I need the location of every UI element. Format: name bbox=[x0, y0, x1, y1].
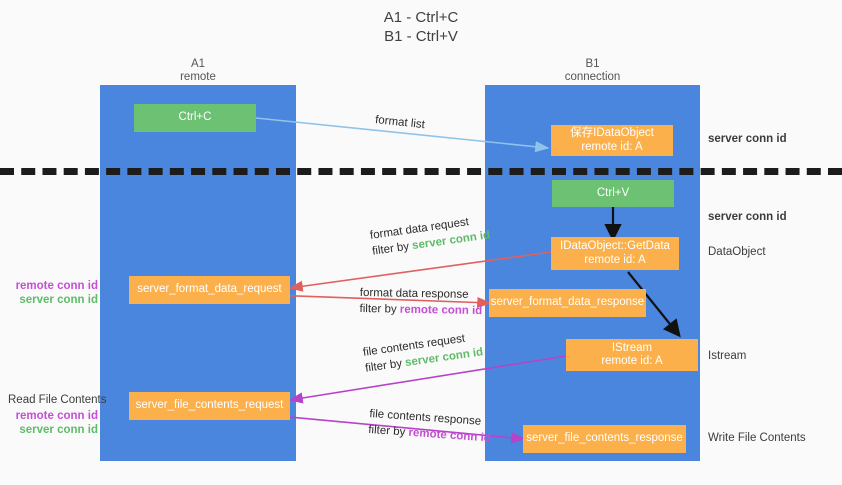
node-idataobject-getdata[interactable]: IDataObject::GetData remote id: A bbox=[551, 237, 679, 270]
node-istream-line1: IStream bbox=[611, 341, 653, 354]
node-ctrl-c-label: Ctrl+C bbox=[178, 111, 212, 124]
filter-prefix: filter by bbox=[359, 302, 400, 316]
column-header-a1: A1 remote bbox=[100, 58, 296, 84]
label-file-conn-block: remote conn id server conn id bbox=[10, 409, 98, 437]
column-b1-sub: connection bbox=[564, 71, 621, 83]
node-server-format-data-response-label: server_format_data_response bbox=[490, 296, 645, 309]
edge-label-format-data-response: format data response filter by remote co… bbox=[359, 285, 482, 319]
column-a1-sub: remote bbox=[180, 71, 216, 83]
node-getdata-line2: remote id: A bbox=[584, 253, 646, 266]
node-server-format-data-request[interactable]: server_format_data_request bbox=[129, 276, 290, 304]
edge-label-format-data-response-filter: filter by remote conn id bbox=[359, 301, 482, 319]
node-ctrl-v[interactable]: Ctrl+V bbox=[552, 180, 674, 207]
node-server-file-contents-request[interactable]: server_file_contents_request bbox=[129, 392, 290, 420]
label-format-server-conn-id: server conn id bbox=[19, 294, 98, 306]
label-file-server-conn-id: server conn id bbox=[19, 424, 98, 436]
label-file-remote-conn-id: remote conn id bbox=[15, 410, 98, 422]
label-server-conn-id-top: server conn id bbox=[708, 133, 787, 145]
node-getdata-line1: IDataObject::GetData bbox=[560, 240, 670, 252]
node-server-file-contents-request-label: server_file_contents_request bbox=[135, 399, 284, 412]
label-dataobject: DataObject bbox=[708, 246, 766, 258]
filter-value-remote-conn-id: remote conn id bbox=[408, 426, 492, 445]
filter-prefix: filter by bbox=[371, 240, 414, 258]
label-istream: Istream bbox=[708, 350, 747, 362]
node-server-file-contents-response[interactable]: server_file_contents_response bbox=[523, 425, 686, 453]
column-b1-name: B1 bbox=[585, 58, 600, 70]
dashed-separator bbox=[0, 168, 842, 175]
node-server-format-data-response[interactable]: server_format_data_response bbox=[489, 289, 646, 317]
node-server-format-data-request-label: server_format_data_request bbox=[137, 283, 282, 296]
column-header-b1: B1 connection bbox=[485, 58, 700, 84]
filter-prefix: filter by bbox=[367, 423, 409, 439]
filter-value-remote-conn-id: remote conn id bbox=[399, 303, 483, 318]
filter-prefix: filter by bbox=[364, 357, 407, 375]
node-server-file-contents-response-label: server_file_contents_response bbox=[526, 432, 683, 445]
label-read-file-contents: Read File Contents bbox=[8, 394, 107, 406]
edge-label-format-data-request: format data request filter by server con… bbox=[369, 211, 491, 259]
node-save-idataobject-line1: 保存IDataObject bbox=[570, 127, 654, 139]
node-save-idataobject[interactable]: 保存IDataObject remote id: A bbox=[551, 125, 673, 156]
node-istream[interactable]: IStream remote id: A bbox=[566, 339, 698, 371]
label-write-file-contents: Write File Contents bbox=[708, 432, 806, 444]
label-server-conn-id-mid: server conn id bbox=[708, 211, 787, 223]
label-format-remote-conn-id: remote conn id bbox=[15, 280, 98, 292]
page-title: A1 - Ctrl+C B1 - Ctrl+V bbox=[383, 9, 459, 45]
node-ctrl-v-label: Ctrl+V bbox=[596, 186, 630, 199]
node-istream-line2: remote id: A bbox=[601, 355, 663, 367]
column-a1-name: A1 bbox=[190, 58, 206, 70]
edge-label-format-list: format list bbox=[374, 113, 426, 132]
edge-label-file-contents-response: file contents response filter by remote … bbox=[368, 406, 493, 446]
node-save-idataobject-line2: remote id: A bbox=[581, 140, 643, 153]
edge-label-file-contents-request: file contents request filter by server c… bbox=[362, 328, 484, 376]
label-format-conn-block: remote conn id server conn id bbox=[10, 279, 98, 307]
node-ctrl-c[interactable]: Ctrl+C bbox=[134, 104, 256, 132]
